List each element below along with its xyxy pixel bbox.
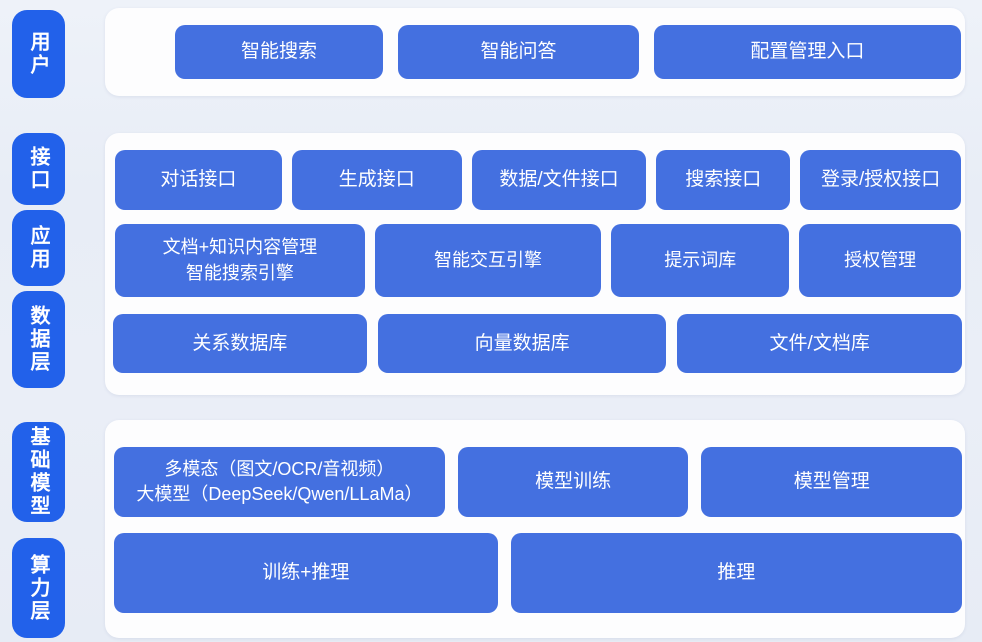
bottom-panel: 多模态（图文/OCR/音视频） 大模型（DeepSeek/Qwen/LLaMa）… bbox=[105, 420, 965, 638]
layer-pill-data-layer: 数据层 bbox=[12, 291, 65, 388]
application-row: 文档+知识内容管理 智能搜索引擎 智能交互引擎 提示词库 授权管理 bbox=[105, 224, 965, 297]
node-interaction-engine: 智能交互引擎 bbox=[374, 224, 602, 297]
node-inference: 推理 bbox=[510, 533, 962, 613]
node-config-entry: 配置管理入口 bbox=[653, 25, 961, 79]
node-file-doc-store: 文件/文档库 bbox=[677, 314, 962, 373]
node-model-management: 模型管理 bbox=[701, 447, 963, 517]
compute-row: 训练+推理 推理 bbox=[105, 533, 965, 613]
node-data-file-api: 数据/文件接口 bbox=[471, 150, 647, 210]
node-prompt-library: 提示词库 bbox=[611, 224, 790, 297]
node-dialog-api: 对话接口 bbox=[115, 150, 282, 210]
node-search-api: 搜索接口 bbox=[656, 150, 791, 210]
node-doc-knowledge-line2: 智能搜索引擎 bbox=[185, 262, 294, 283]
node-doc-knowledge-search-engine: 文档+知识内容管理 智能搜索引擎 bbox=[115, 224, 365, 297]
layer-pill-user: 用户 bbox=[12, 10, 65, 98]
layer-pill-base-model: 基础模型 bbox=[12, 422, 65, 522]
node-multimodal-line1: 多模态（图文/OCR/音视频） bbox=[164, 458, 395, 479]
node-generate-api: 生成接口 bbox=[291, 150, 462, 210]
node-smart-qa: 智能问答 bbox=[398, 25, 639, 79]
layer-pill-compute-layer: 算力层 bbox=[12, 538, 65, 638]
node-multimodal-llm: 多模态（图文/OCR/音视频） 大模型（DeepSeek/Qwen/LLaMa） bbox=[114, 447, 445, 517]
node-auth-management: 授权管理 bbox=[799, 224, 961, 297]
middle-panel: 对话接口 生成接口 数据/文件接口 搜索接口 登录/授权接口 文档+知识内容管理… bbox=[105, 133, 965, 395]
layer-pill-interface: 接口 bbox=[12, 133, 65, 205]
node-smart-search: 智能搜索 bbox=[175, 25, 384, 79]
user-panel: 智能搜索 智能问答 配置管理入口 bbox=[105, 8, 965, 96]
interface-row: 对话接口 生成接口 数据/文件接口 搜索接口 登录/授权接口 bbox=[105, 150, 965, 210]
node-model-training: 模型训练 bbox=[457, 447, 689, 517]
data-row: 关系数据库 向量数据库 文件/文档库 bbox=[105, 314, 965, 373]
node-relational-db: 关系数据库 bbox=[113, 314, 367, 373]
node-train-inference: 训练+推理 bbox=[114, 533, 498, 613]
user-row: 智能搜索 智能问答 配置管理入口 bbox=[105, 8, 965, 79]
layer-pill-application: 应用 bbox=[12, 210, 65, 286]
node-multimodal-line2: 大模型（DeepSeek/Qwen/LLaMa） bbox=[136, 484, 423, 504]
node-login-auth-api: 登录/授权接口 bbox=[800, 150, 961, 210]
node-vector-db: 向量数据库 bbox=[377, 314, 667, 373]
base-model-row: 多模态（图文/OCR/音视频） 大模型（DeepSeek/Qwen/LLaMa）… bbox=[105, 447, 965, 517]
node-doc-knowledge-line1: 文档+知识内容管理 bbox=[162, 237, 318, 258]
